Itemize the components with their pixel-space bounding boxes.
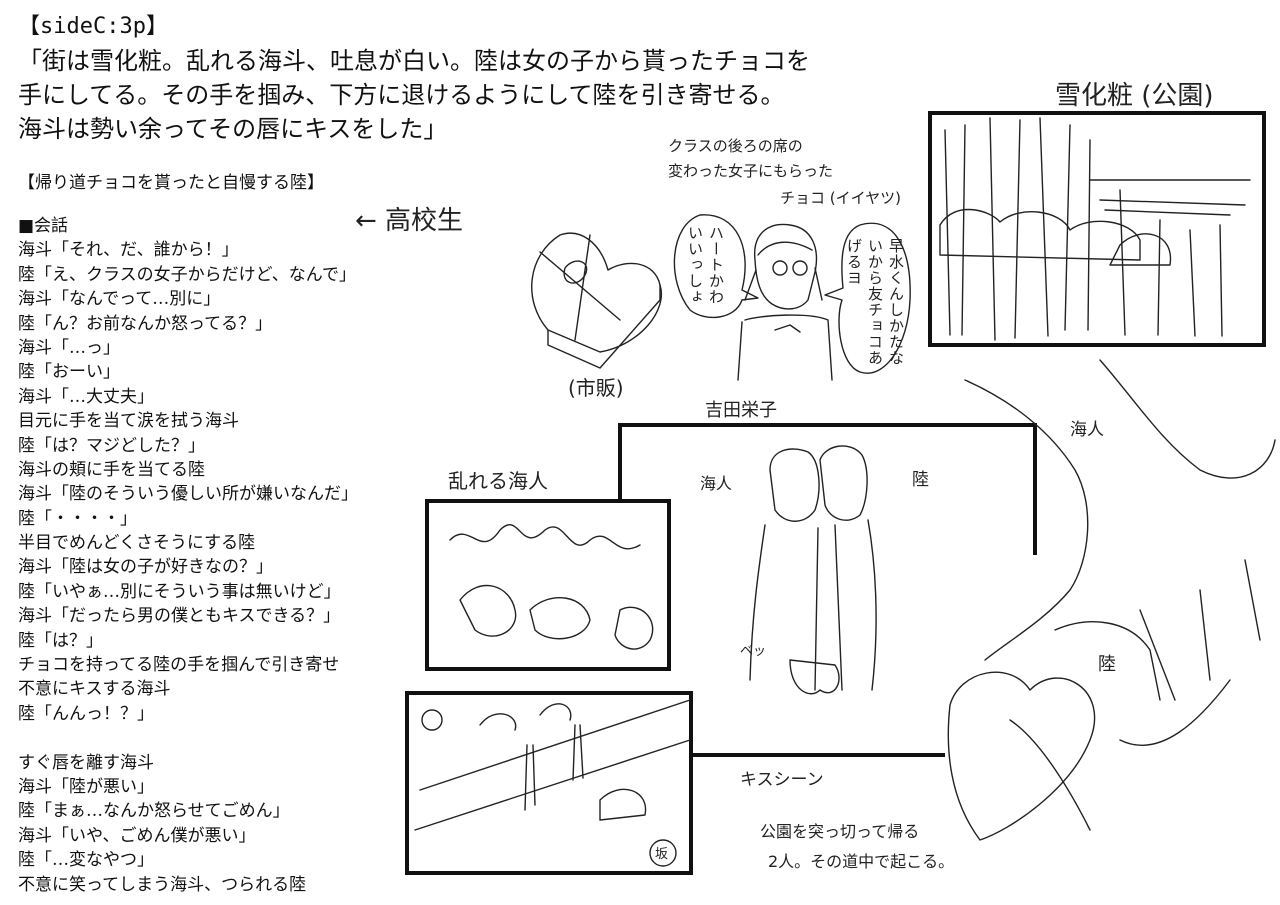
note-yoshida: 吉田栄子: [705, 400, 777, 421]
label-riku: 陸: [912, 470, 929, 490]
scene-description: 「街は雪化粧。乱れる海斗、吐息が白い。陸は女の子から貰ったチョコを 手にしてる。…: [18, 44, 888, 146]
dialog-line: 陸「は？マジどした？」: [18, 435, 205, 456]
dialog-line: 海斗「なんでって…別に」: [18, 289, 221, 310]
dialog-line: 海斗「…大丈夫」: [18, 386, 154, 407]
dialog-line: 海斗「…っ」: [18, 337, 120, 358]
dialog-line: 陸「え、クラスの女子からだけど、なんで」: [18, 264, 356, 285]
road-scene-scribbles: [414, 699, 691, 867]
note-kiss-scene: キスシーン: [740, 770, 824, 790]
speech-bubble-left: [673, 214, 759, 319]
note-park-route: 公園を突っ切って帰る: [760, 822, 920, 841]
dialog-line: 目元に手を当て涙を拭う海斗: [18, 411, 239, 432]
dialog-line: 海斗「陸は女の子が好きなの？」: [18, 557, 273, 578]
dialog-line: 海斗「陸が悪い」: [18, 776, 154, 797]
dialog-line: チョコを持ってる陸の手を掴んで引き寄せ: [18, 655, 340, 676]
dialog-line: 陸「おーい」: [18, 362, 120, 383]
dialog-line: すぐ唇を離す海斗: [18, 752, 154, 773]
hand-sketch: [947, 359, 1276, 841]
snowy-park-panel: [928, 111, 1266, 347]
note-classmate-2: 変わった女子にもらった: [668, 162, 834, 180]
dialog-line: 陸「ん？お前なんか怒ってる？」: [18, 313, 273, 334]
page-header: 【sideC:3p】: [18, 14, 168, 39]
scene-subtitle: 【帰り道チョコを貰ったと自慢する陸】: [18, 173, 324, 193]
dialog-line: 不意に笑ってしまう海斗、つられる陸: [18, 874, 307, 895]
label-riku-hand: 陸: [1098, 654, 1116, 675]
speech-bubble-right: [824, 222, 911, 374]
note-disheveled-kaito: 乱れる海人: [448, 469, 548, 493]
dialog-line: 陸「…変なやつ」: [18, 850, 154, 871]
dialog-line: 海斗「陸のそういう優しい所が嫌いなんだ」: [18, 484, 358, 505]
girl-sketch: [737, 223, 833, 381]
note-store-bought: (市販): [568, 376, 624, 400]
connector-line: [618, 423, 1037, 555]
note-classmate: クラスの後ろの席の: [668, 137, 803, 155]
dialog-line: 陸「は？」: [18, 630, 103, 651]
intro-line: 海斗は勢い余ってその唇にキスをした」: [18, 115, 448, 143]
disheveled-kaito-panel: [425, 499, 671, 671]
label-kaito-hand: 海人: [1070, 420, 1104, 440]
label-slope: 坂: [655, 847, 669, 862]
heart-chocolate-sketch: [531, 232, 663, 369]
dialog-line: 海斗の頬に手を当てる陸: [18, 459, 205, 480]
park-tree-scribbles: [939, 117, 1251, 341]
label-kaito: 海人: [700, 474, 733, 493]
note-snow-park: 雪化粧 (公園): [1055, 81, 1214, 111]
intro-line: 手にしてる。その手を掴み、下方に退けるようにして陸を引き寄せる。: [18, 81, 785, 109]
note-classmate-3: チョコ (イイヤツ): [780, 189, 902, 207]
intro-line: 「街は雪化粧。乱れる海斗、吐息が白い。陸は女の子から貰ったチョコを: [18, 47, 810, 75]
dialog-line: 海斗「いや、ごめん僕が悪い」: [18, 825, 256, 846]
dialog-line: 不意にキスする海斗: [18, 679, 171, 700]
dialog-line: 海斗「だったら男の僕ともキスできる？」: [18, 606, 341, 627]
note-high-schooler: ← 高校生: [355, 206, 464, 236]
dialog-line: 半目でめんどくさそうにする陸: [18, 533, 256, 554]
dialog-script: ■会話 海斗「それ、だ、誰から！」 陸「え、クラスの女子からだけど、なんで」 海…: [18, 214, 358, 897]
speech-hayami: 早水くんしかたないから友チョコあげるヨ: [845, 238, 905, 366]
dialog-line: ■会話: [18, 216, 69, 236]
kissing-couple-sketch: [749, 445, 877, 695]
dialog-line: 陸「まぁ…なんか怒らせてごめん」: [18, 801, 290, 822]
dialog-line: 陸「んんっ！？」: [18, 703, 154, 724]
note-park-route-2: 2人。その道中で起こる。: [768, 852, 955, 871]
dialog-line: 海斗「それ、だ、誰から！」: [18, 240, 239, 261]
dialog-line: 陸「・・・・」: [18, 508, 137, 529]
dialog-line: 陸「いやぁ…別にそういう事は無いけど」: [18, 581, 341, 602]
messy-hair-scribbles: [449, 524, 654, 650]
label-bet: ベッ: [740, 644, 767, 659]
kiss-scene-panel: [405, 691, 693, 875]
speech-heart-cute: ハートかわいいっしょ: [686, 225, 725, 305]
